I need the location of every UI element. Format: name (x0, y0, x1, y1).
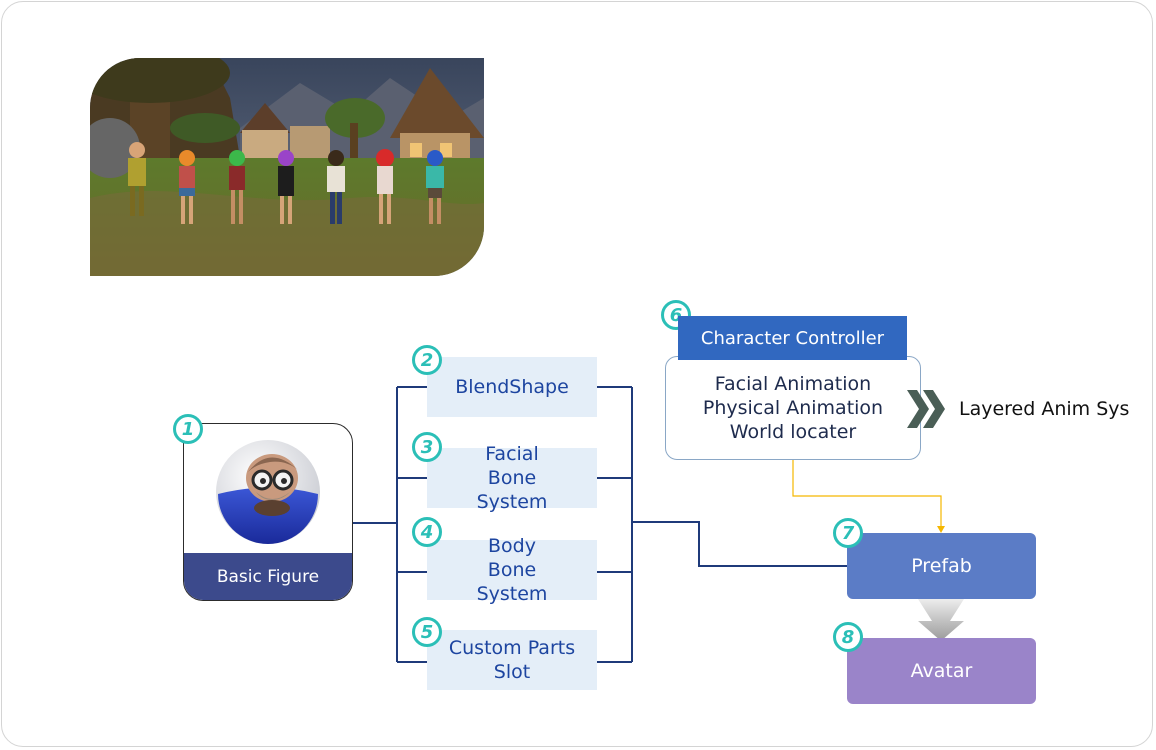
controller-item-facial: Facial Animation (714, 373, 872, 395)
controller-item-world: World locater (729, 421, 857, 443)
badge-3: 3 (412, 432, 442, 462)
facial-bone-box: Facial Bone System (427, 443, 597, 513)
layered-anim-label: Layered Anim Sys (959, 398, 1130, 420)
avatar-capsule-icon (216, 440, 320, 544)
badge-2: 2 (412, 345, 442, 375)
character-controller-box: Facial Animation Physical Animation Worl… (665, 356, 921, 460)
basic-figure-label: Basic Figure (184, 553, 352, 600)
double-chevron-right-icon (907, 390, 945, 428)
prefab-box: Prefab (847, 533, 1036, 599)
custom-parts-box: Custom Parts Slot (427, 630, 597, 690)
avatar-box: Avatar (847, 638, 1036, 704)
body-bone-box: Body Bone System (427, 535, 597, 605)
game-scene-image (90, 58, 484, 276)
badge-6: 6 (661, 300, 691, 330)
badge-5: 5 (412, 617, 442, 647)
badge-1: 1 (173, 414, 203, 444)
badge-8: 8 (833, 622, 863, 652)
character-row (128, 142, 444, 224)
down-arrow-icon (918, 599, 964, 641)
character-controller-header: Character Controller (678, 316, 907, 360)
badge-7: 7 (833, 518, 863, 548)
blendshape-box: BlendShape (427, 357, 597, 417)
controller-item-physical: Physical Animation (702, 397, 884, 419)
badge-4: 4 (412, 517, 442, 547)
basic-figure-card: Basic Figure (183, 423, 353, 601)
